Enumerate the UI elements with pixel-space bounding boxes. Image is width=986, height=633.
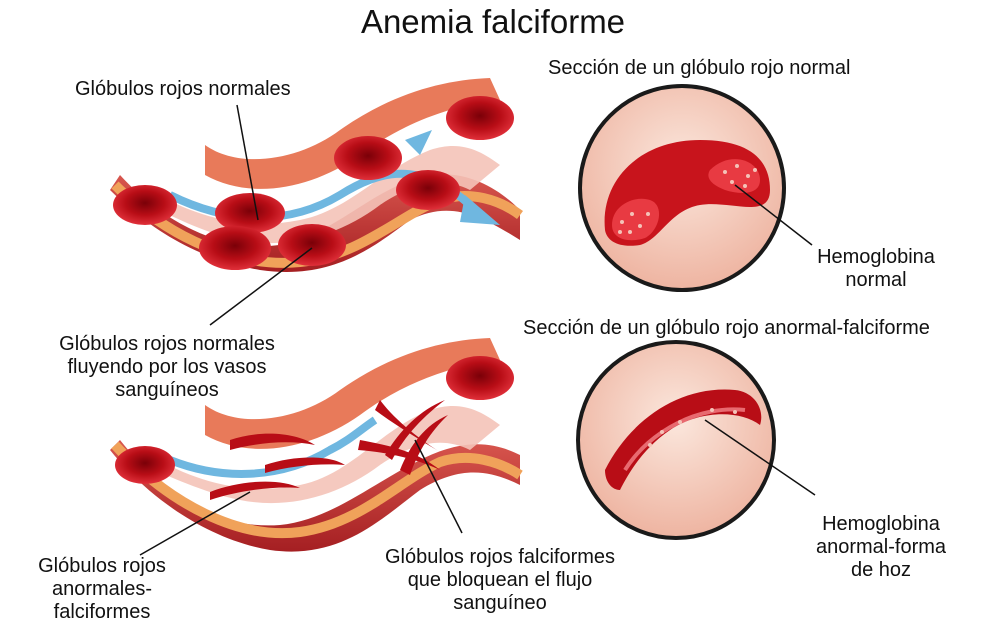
label-section-sickle: Sección de un glóbulo rojo anormal-falci…: [523, 317, 930, 340]
red-blood-cell: [115, 446, 175, 484]
sickle-cell-section: [578, 342, 815, 538]
red-blood-cell: [334, 136, 402, 180]
label-flowing-cells: Glóbulos rojos normales fluyendo por los…: [36, 333, 298, 402]
label-normal-cells: Glóbulos rojos normales: [75, 78, 291, 101]
page-title: Anemia falciforme: [0, 2, 986, 42]
normal-cell-section: [580, 86, 812, 290]
label-blocking-cells: Glóbulos rojos falciformes que bloquean …: [360, 546, 640, 615]
red-blood-cell: [113, 185, 177, 225]
red-blood-cell: [446, 96, 514, 140]
label-sickle-cells: Glóbulos rojos anormales- falciformes: [4, 555, 200, 624]
magnified-circle: [578, 342, 774, 538]
label-section-normal: Sección de un glóbulo rojo normal: [548, 57, 850, 80]
label-hemoglobin-sickle: Hemoglobina anormal-forma de hoz: [796, 513, 966, 582]
red-blood-cell: [396, 170, 460, 210]
normal-blood-vessel: [110, 78, 520, 272]
red-blood-cell: [278, 224, 346, 266]
label-hemoglobin-normal: Hemoglobina normal: [796, 246, 956, 292]
red-blood-cell: [446, 356, 514, 400]
red-blood-cell: [199, 226, 271, 270]
